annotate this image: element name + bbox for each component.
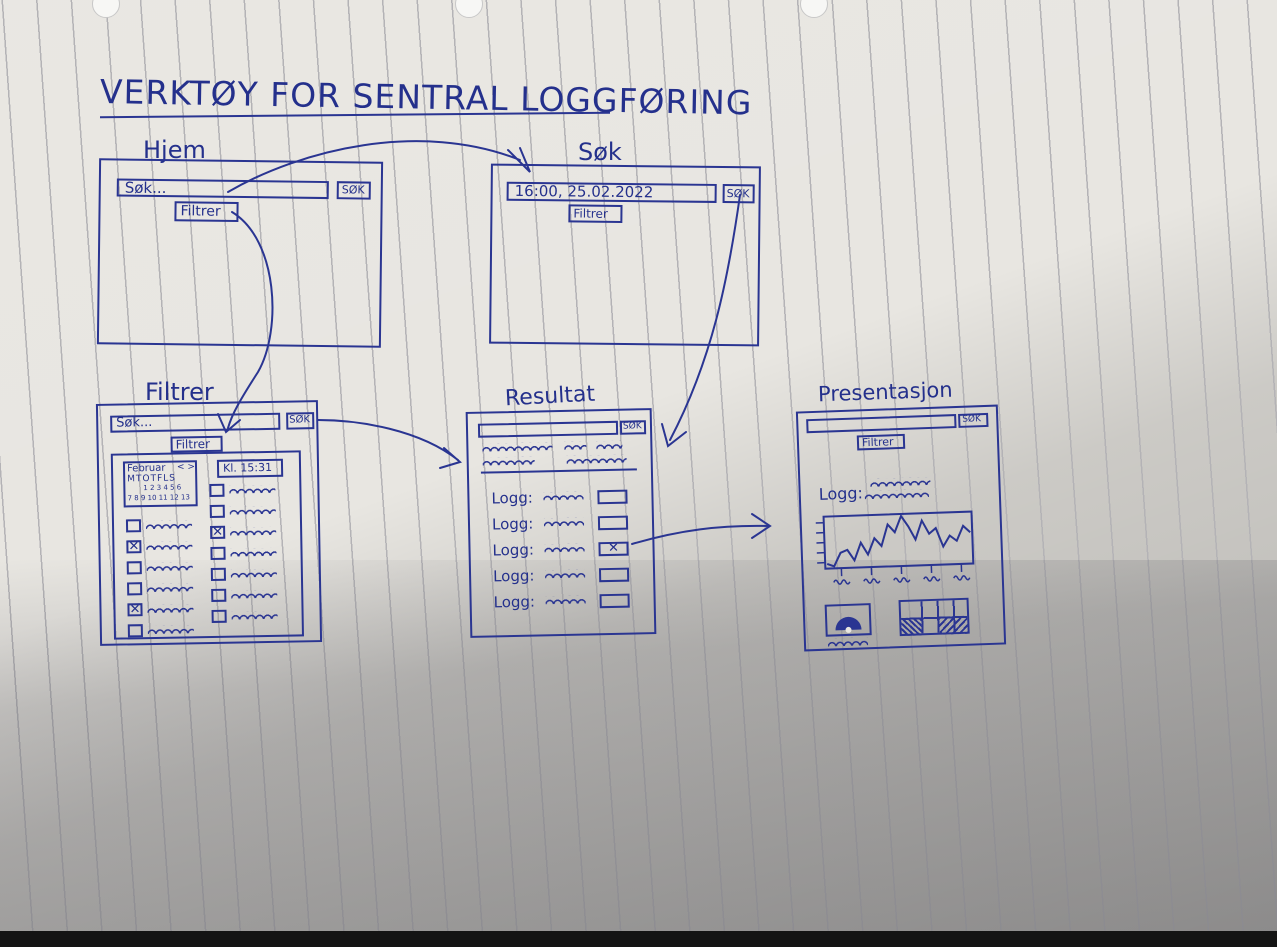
line-chart xyxy=(815,510,975,585)
arrow-hjem-to-sok xyxy=(227,140,531,193)
x-axis-tick-label xyxy=(833,579,851,585)
arrow-sok-to-resultat xyxy=(661,194,741,448)
table-edge xyxy=(0,931,1277,947)
arrow-resultat-to-presentasjon xyxy=(631,513,772,545)
gauge-icon xyxy=(835,616,862,633)
gauge-widget xyxy=(824,603,872,637)
arrow-filtrer-to-resultat xyxy=(317,419,463,469)
screen-label-hjem: Hjem xyxy=(143,136,206,164)
x-axis-tick-label xyxy=(893,577,911,583)
x-axis-tick-label xyxy=(923,576,941,582)
screen-label-filtrer: Filtrer xyxy=(145,378,214,406)
x-axis-tick-label xyxy=(863,578,881,584)
screen-label-sok: Søk xyxy=(578,138,622,166)
arrow-hjem-to-filtrer xyxy=(217,211,274,434)
screen-presentasjon: SØK Filtrer Logg: xyxy=(795,404,1007,652)
x-axis-tick-label xyxy=(953,575,971,581)
chart-line xyxy=(826,513,971,568)
